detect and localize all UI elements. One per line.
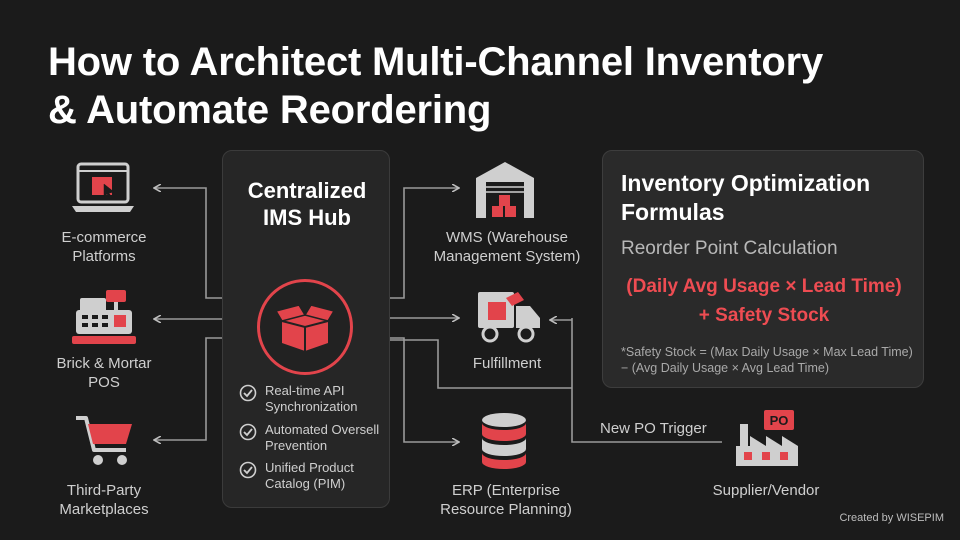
check-circle-icon	[239, 423, 257, 441]
warehouse-icon	[476, 162, 534, 218]
system-fulfillment-label: Fulfillment	[472, 355, 542, 372]
box-icon	[276, 304, 334, 351]
supplier-label: Supplier/Vendor	[712, 482, 820, 499]
factory-icon: PO	[736, 410, 798, 466]
safety-stock-note: *Safety Stock = (Max Daily Usage × Max L…	[621, 345, 913, 375]
system-erp-label: ERP (Enterprise Resource Planning)	[440, 482, 572, 518]
reorder-point-formula: (Daily Avg Usage × Lead Time) + Safety S…	[626, 276, 902, 326]
channel-pos-label: Brick & Mortar POS	[56, 355, 152, 391]
title-line-1: How to Architect Multi-Channel Inventory	[48, 40, 823, 84]
check-circle-icon	[239, 384, 257, 402]
system-wms-label: WMS (Warehouse Management System)	[433, 229, 581, 265]
channel-ecommerce-label: E-commerce Platforms	[61, 229, 147, 265]
hub-circle	[257, 279, 353, 375]
check-circle-icon	[239, 461, 257, 479]
shopping-cart-icon	[76, 416, 132, 465]
page-title: How to Architect Multi-Channel Inventory…	[48, 38, 928, 134]
formula-subtitle: Reorder Point Calculation	[621, 238, 838, 259]
hub-title: Centralized IMS Hub	[247, 178, 367, 230]
formula-title: Inventory Optimization Formulas	[621, 170, 871, 225]
credit-text: Created by WISEPIM	[839, 512, 944, 524]
cash-register-icon	[72, 290, 136, 344]
arrow-supplier-to-hub-line	[372, 340, 572, 389]
title-line-2: & Automate Reordering	[48, 88, 492, 132]
laptop-icon	[72, 162, 134, 212]
formula-panel: Inventory Optimization Formulas Reorder …	[602, 150, 924, 388]
delivery-truck-icon	[478, 292, 540, 343]
po-badge: PO	[770, 413, 789, 428]
arrow-supplier-hub	[571, 318, 722, 443]
channel-marketplaces-label: Third-Party Marketplaces	[59, 482, 149, 518]
po-trigger-label: New PO Trigger	[600, 420, 707, 437]
database-icon	[482, 413, 526, 469]
